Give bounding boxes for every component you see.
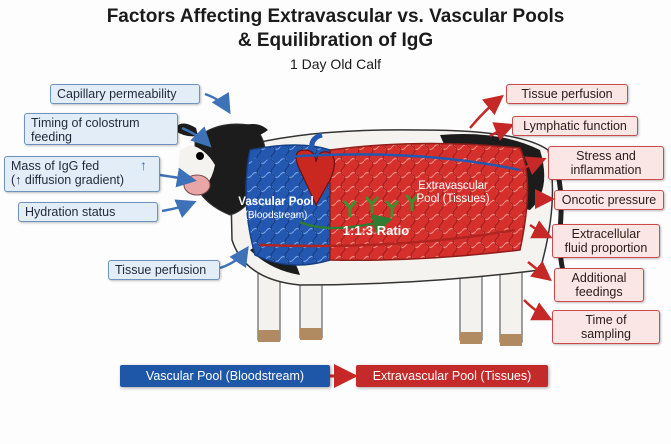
factor-tissue-perfusion-left: Tissue perfusion <box>108 260 220 280</box>
legend-extravascular-pool: Extravascular Pool (Tissues) <box>356 365 548 387</box>
factor-mass-igg-fed: Mass of IgG fed (↑ diffusion gradient) <box>4 156 160 192</box>
vascular-pool-title: Vascular Pool <box>236 196 316 209</box>
factor-additional-feedings: Additional feedings <box>554 268 644 302</box>
factor-lymphatic-function: Lymphatic function <box>512 116 638 136</box>
factor-tissue-perfusion-right: Tissue perfusion <box>506 84 628 104</box>
factor-time-of-sampling: Time of sampling <box>552 310 660 344</box>
extravascular-pool-label: Extravascular Pool (Tissues) <box>398 180 508 206</box>
factor-mass-igg-fed-line1: Mass of IgG fed <box>11 159 153 173</box>
vascular-pool-label: Vascular Pool (Bloodstream) <box>236 196 316 222</box>
up-arrow-icon: ↑ <box>140 157 147 173</box>
extravascular-pool-subtitle: Pool (Tissues) <box>398 193 508 206</box>
factor-oncotic-pressure: Oncotic pressure <box>554 190 664 210</box>
factor-hydration-status: Hydration status <box>18 202 158 222</box>
legend-vascular-pool: Vascular Pool (Bloodstream) <box>120 365 330 387</box>
extravascular-pool-title: Extravascular <box>398 180 508 193</box>
factor-extracellular-fluid: Extracellular fluid proportion <box>552 224 660 258</box>
factor-capillary-permeability: Capillary permeability <box>50 84 200 104</box>
factor-stress-inflammation: Stress and inflammation <box>548 146 664 180</box>
factor-colostrum-timing: Timing of colostrum feeding <box>24 113 178 145</box>
ratio-label: 1:1:3 Ratio <box>336 224 416 237</box>
factor-mass-igg-fed-line2: (↑ diffusion gradient) <box>11 173 153 187</box>
vascular-pool-subtitle: (Bloodstream) <box>236 209 316 222</box>
